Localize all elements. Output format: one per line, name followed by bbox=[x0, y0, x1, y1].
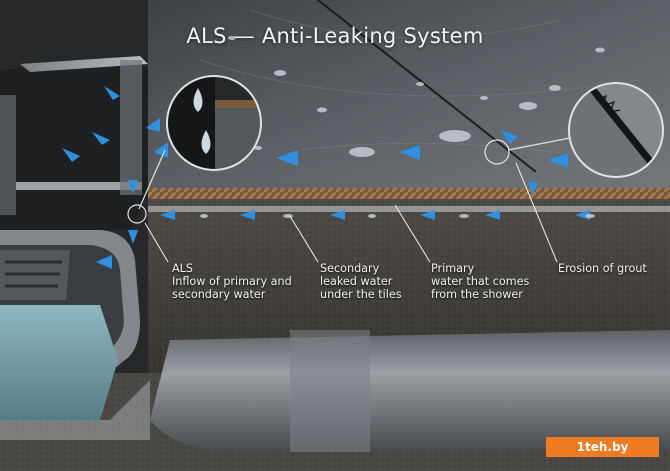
drain-pipe bbox=[150, 330, 670, 452]
label-primary-line1: Primary bbox=[431, 262, 475, 275]
surface-water-drops bbox=[200, 36, 605, 218]
label-grout: Erosion of grout bbox=[558, 262, 647, 275]
page-title: ALS — Anti-Leaking System bbox=[186, 24, 484, 48]
label-primary: Primary water that comes from the shower bbox=[431, 262, 529, 301]
label-als-name: ALS bbox=[172, 262, 193, 275]
label-primary-line2: water that comes bbox=[431, 275, 530, 288]
flow-arrow-icon bbox=[330, 210, 345, 220]
tile-joint bbox=[317, 0, 537, 173]
flow-arrow-icon bbox=[96, 255, 112, 269]
flow-arrow-icon bbox=[154, 142, 168, 158]
flow-arrow-icon bbox=[62, 148, 80, 162]
label-secondary-line3: under the tiles bbox=[320, 288, 402, 301]
flow-arrow-icon bbox=[128, 230, 138, 244]
water-drop-icon bbox=[201, 130, 211, 154]
flow-arrows bbox=[62, 86, 590, 269]
channel-grate bbox=[20, 56, 148, 72]
label-grout-line1: Erosion of grout bbox=[558, 262, 647, 275]
flow-arrow-icon bbox=[92, 132, 110, 145]
flow-arrow-icon bbox=[548, 153, 568, 168]
flow-arrow-icon bbox=[160, 210, 175, 220]
label-als-line2: secondary water bbox=[172, 288, 266, 301]
flow-arrow-icon bbox=[128, 180, 138, 194]
siphon-water bbox=[0, 305, 118, 420]
label-secondary: Secondary leaked water under the tiles bbox=[320, 262, 402, 301]
flow-arrow-icon bbox=[146, 118, 160, 132]
label-primary-line3: from the shower bbox=[431, 288, 523, 301]
tile-surface bbox=[148, 0, 670, 198]
pipe-coupling bbox=[290, 330, 370, 452]
flow-arrow-icon bbox=[104, 86, 120, 100]
flow-arrow-icon bbox=[528, 182, 538, 196]
waterproofing-layer bbox=[148, 188, 670, 199]
leader-lines bbox=[144, 162, 558, 263]
flow-arrow-icon bbox=[400, 145, 420, 160]
flow-arrow-icon bbox=[485, 210, 500, 220]
flow-arrow-icon bbox=[276, 150, 298, 166]
water-drop-icon bbox=[193, 88, 203, 112]
label-als-line1: Inflow of primary and bbox=[172, 275, 292, 288]
flow-arrow-icon bbox=[240, 210, 255, 220]
magnifier-icon bbox=[484, 82, 664, 178]
flow-arrow-icon bbox=[575, 210, 590, 220]
label-secondary-line1: Secondary bbox=[320, 262, 380, 275]
watermark-logo: 1teh.by bbox=[546, 437, 659, 457]
label-als: ALS Inflow of primary and secondary wate… bbox=[172, 262, 292, 301]
flow-arrow-icon bbox=[500, 130, 518, 144]
flow-arrow-icon bbox=[420, 210, 435, 220]
label-secondary-line2: leaked water bbox=[320, 275, 393, 288]
membrane-layer bbox=[148, 206, 670, 212]
